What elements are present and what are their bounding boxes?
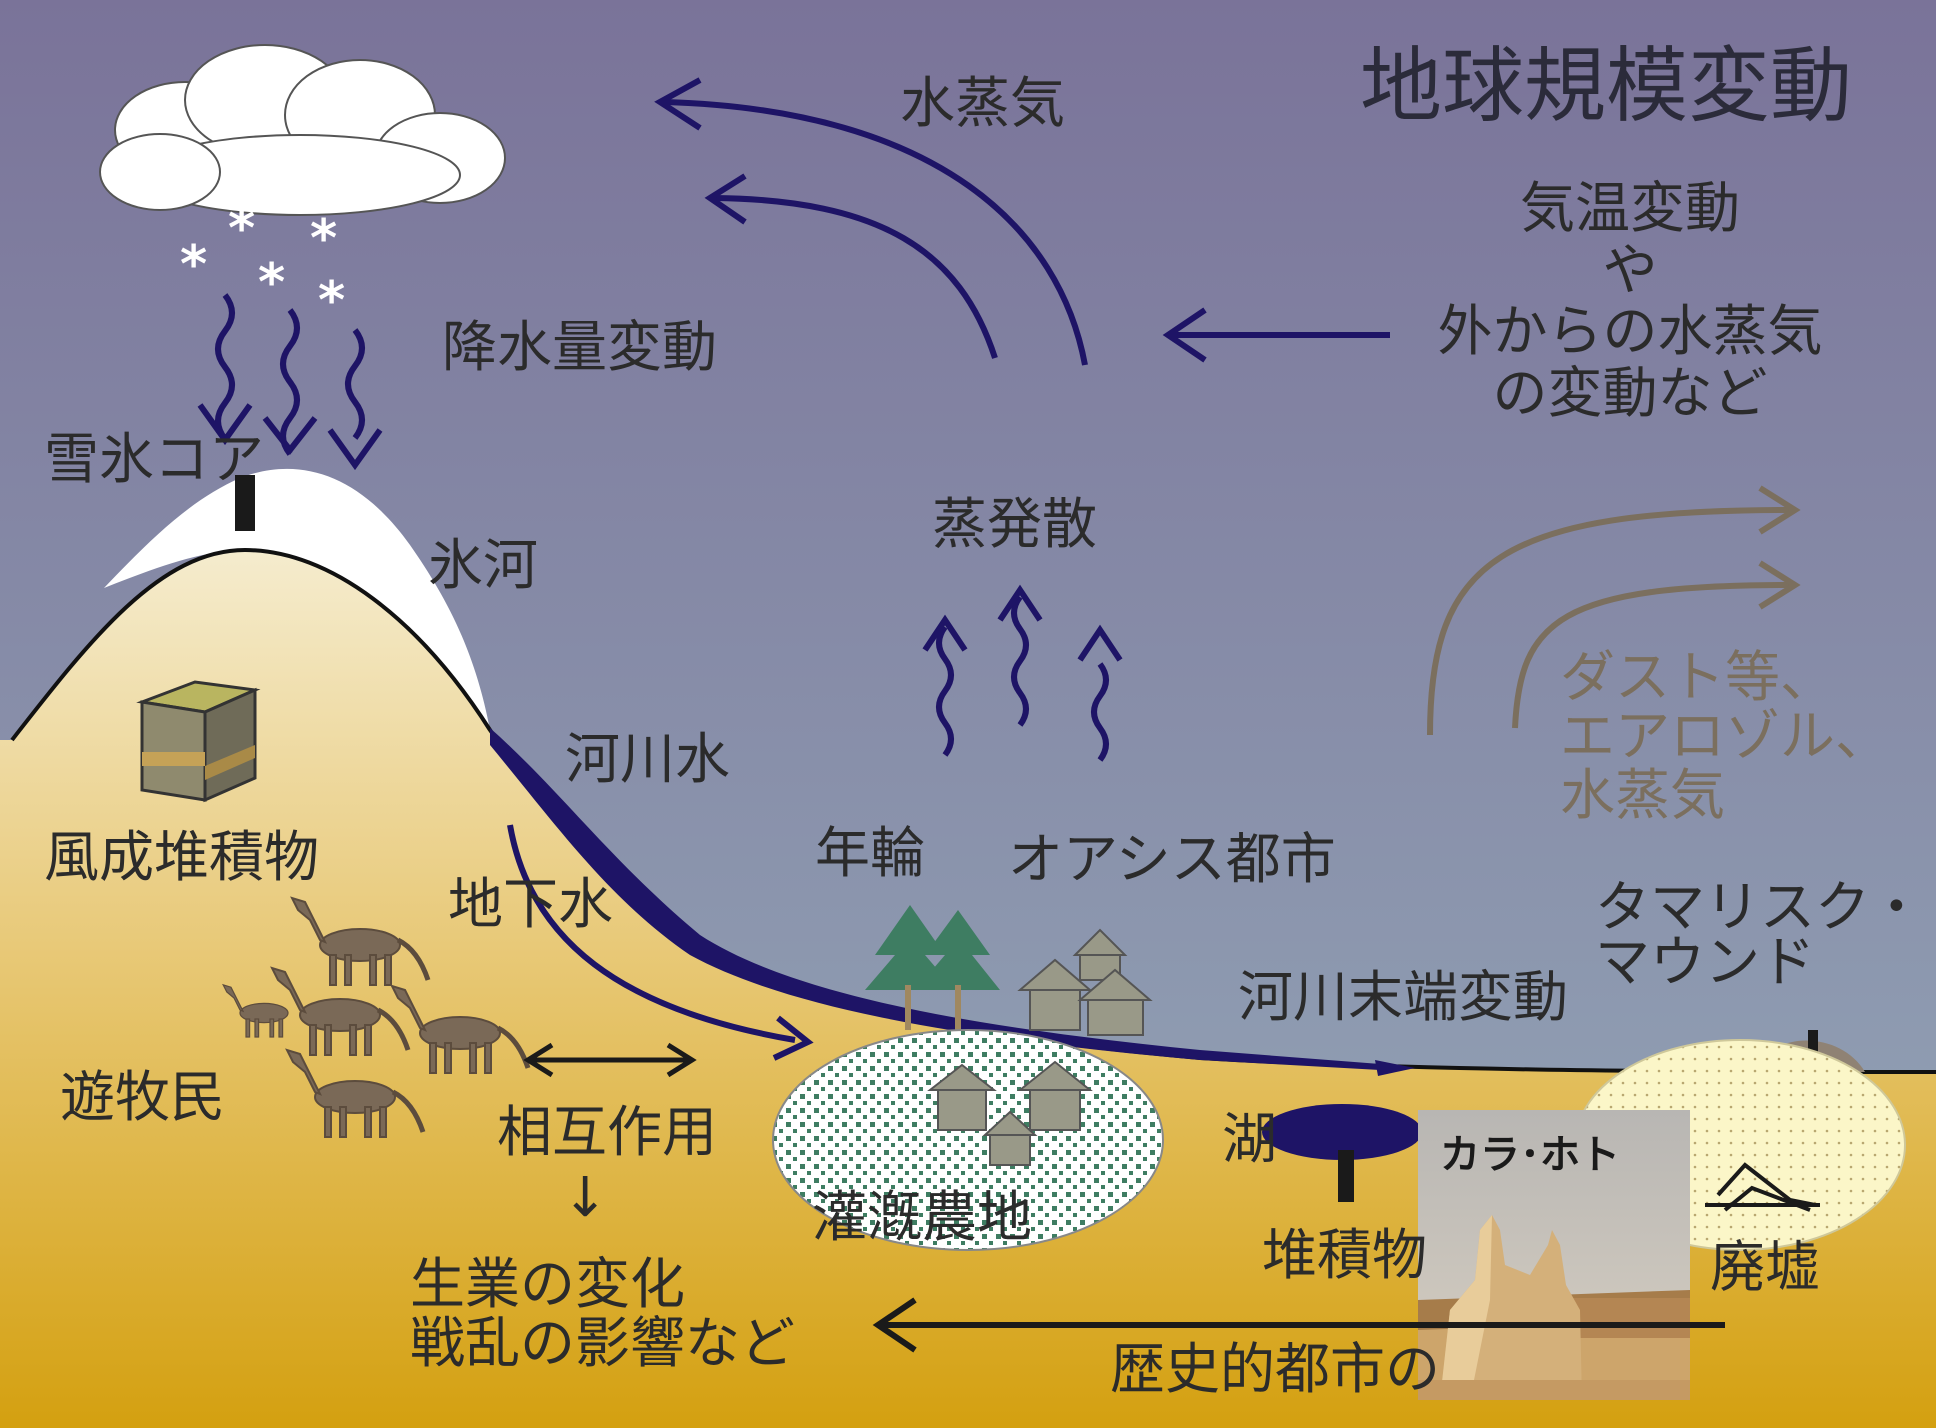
label-livelihood-change-line1: 生業の変化 (410, 1252, 686, 1316)
label-temperature-change-line2: や (1602, 237, 1658, 302)
label-interaction: 相互作用 (497, 1100, 718, 1164)
label-livelihood-change: 生業の変化 戦乱の影響など (410, 1252, 796, 1376)
groundwater-arrow (507, 824, 814, 1061)
label-ruins: 廃墟 (1710, 1235, 1821, 1299)
label-temperature-change: 気温変動 や 外からの水蒸気 の変動など (1410, 176, 1850, 425)
diagram-title: 地球規模変動 (1360, 39, 1853, 134)
water-vapor-arrows (654, 77, 1088, 366)
label-temperature-change-line3: 外からの水蒸気 (1437, 299, 1823, 364)
historical-city-arrow (872, 1297, 1725, 1353)
label-oasis-city: オアシス都市 (1008, 827, 1336, 891)
lake-icon (1262, 1104, 1422, 1160)
horse-herd-icon (222, 896, 531, 1138)
label-dust-aerosol-line3: 水蒸気 (1560, 762, 1726, 827)
interaction-double-arrow (523, 1042, 697, 1078)
label-temperature-change-line4: の変動など (1492, 360, 1768, 425)
label-dust-aerosol: ダスト等、 エアロゾル、 水蒸気 (1560, 648, 1890, 825)
label-evapotranspiration: 蒸発散 (932, 492, 1098, 556)
label-precipitation-change: 降水量変動 (442, 315, 718, 379)
label-eolian-deposits: 風成堆積物 (44, 825, 320, 889)
label-dust-aerosol-line2: エアロゾル、 (1560, 703, 1891, 768)
dust-arrows (1427, 485, 1801, 736)
tree-icons (865, 905, 1000, 1040)
cloud-icon (99, 44, 506, 216)
ice-core-marker (235, 475, 255, 531)
label-water-vapor: 水蒸気 (900, 71, 1066, 135)
svg-text:*: * (258, 253, 285, 313)
label-sediments: 堆積物 (1262, 1223, 1428, 1287)
label-glacier: 氷河 (428, 533, 539, 597)
tamarisk-core-marker (1808, 1030, 1818, 1065)
evapotranspiration-arrows (922, 584, 1123, 762)
label-tamarisk-mound-line2: マウンド (1595, 930, 1816, 994)
snowflakes: * * * * * (180, 199, 345, 331)
label-tamarisk-mound-line1: タマリスク・ (1595, 875, 1924, 939)
lake-sediment-core-marker (1338, 1150, 1354, 1202)
label-river-terminal-change: 河川末端変動 (1238, 965, 1569, 1029)
label-dust-aerosol-line1: ダスト等、 (1560, 645, 1836, 709)
khara-khoto-photo (1418, 1110, 1690, 1400)
ruin-building-icon (1705, 1162, 1820, 1212)
farmland-house-icons (927, 1060, 1093, 1166)
svg-text:*: * (310, 209, 337, 269)
oasis-house-icons (1017, 928, 1153, 1036)
label-temperature-change-line1: 気温変動 (1519, 176, 1740, 240)
external-vapor-arrow (1162, 307, 1390, 363)
label-river-water: 河川水 (565, 727, 731, 791)
label-down-arrow: ↓ (562, 1165, 609, 1229)
eolian-sediment-block-icon (136, 680, 261, 803)
label-khara-khoto: カラ･ホト (1440, 1133, 1620, 1177)
label-tamarisk-mound: タマリスク・ マウンド (1595, 880, 1924, 990)
label-historical-city: 歴史的都市の (1110, 1337, 1441, 1401)
label-livelihood-change-line2: 戦乱の影響など (410, 1311, 796, 1376)
precipitation-arrows (197, 293, 383, 471)
label-lake: 湖 (1222, 1107, 1278, 1171)
svg-text:*: * (228, 199, 255, 259)
label-ice-core: 雪氷コア (44, 427, 265, 491)
river-terminal-arrowhead (1375, 1060, 1415, 1076)
label-groundwater: 地下水 (448, 872, 614, 936)
label-tree-rings: 年輪 (815, 821, 926, 885)
label-nomads: 遊牧民 (60, 1065, 226, 1129)
svg-text:*: * (180, 235, 207, 295)
label-irrigated-farmland: 灌漑農地 (812, 1185, 1033, 1249)
snow-cap (104, 468, 490, 730)
svg-text:*: * (318, 271, 345, 331)
